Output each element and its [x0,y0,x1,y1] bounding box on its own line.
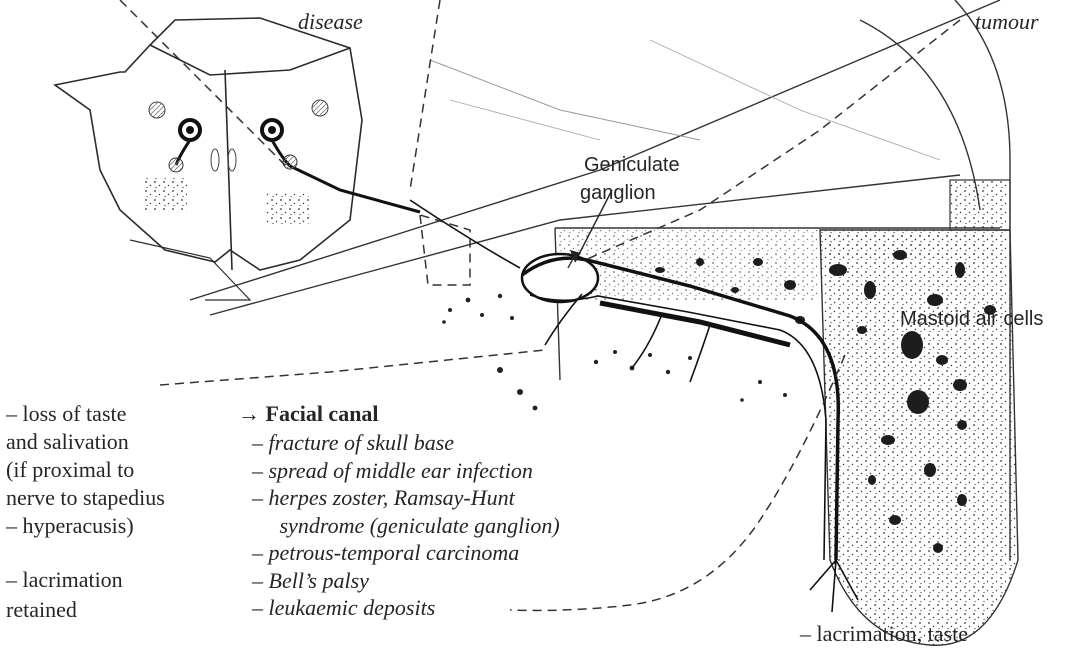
cause-item: – herpes zoster, Ramsay-Hunt [252,484,560,512]
effect-taste-line3: (if proximal to [6,456,134,484]
brainstem-section [55,18,362,300]
effect-lacrimation-line1: – lacrimation [6,566,123,594]
effect-lacrimation-taste: – lacrimation, taste [800,620,968,648]
cause-item: – petrous-temporal carcinoma [252,539,560,567]
effect-taste-line1: – loss of taste [6,400,126,428]
effect-taste-line5: – hyperacusis) [6,512,134,540]
label-geniculate-line2: ganglion [580,181,656,206]
facial-canal-heading: → Facial canal [238,400,379,428]
label-tumour: tumour [975,8,1039,36]
petrous-speckles [442,294,787,411]
effect-lacrimation-line2: retained [6,596,77,624]
label-mastoid-air-cells: Mastoid air cells [900,307,1043,332]
cause-item: – fracture of skull base [252,429,560,457]
label-disease: disease [298,8,363,36]
cause-item: – spread of middle ear infection [252,457,560,485]
effect-taste-line2: and salivation [6,428,129,456]
facial-canal-causes: – fracture of skull base – spread of mid… [252,429,560,622]
cause-item: – Bell’s palsy [252,567,560,595]
cause-item: syndrome (geniculate ganglion) [252,512,560,540]
effect-taste-line4: nerve to stapedius [6,484,165,512]
mastoid-process [558,180,1018,645]
cause-item: – leukaemic deposits [252,594,560,622]
label-geniculate-line1: Geniculate [584,153,680,178]
